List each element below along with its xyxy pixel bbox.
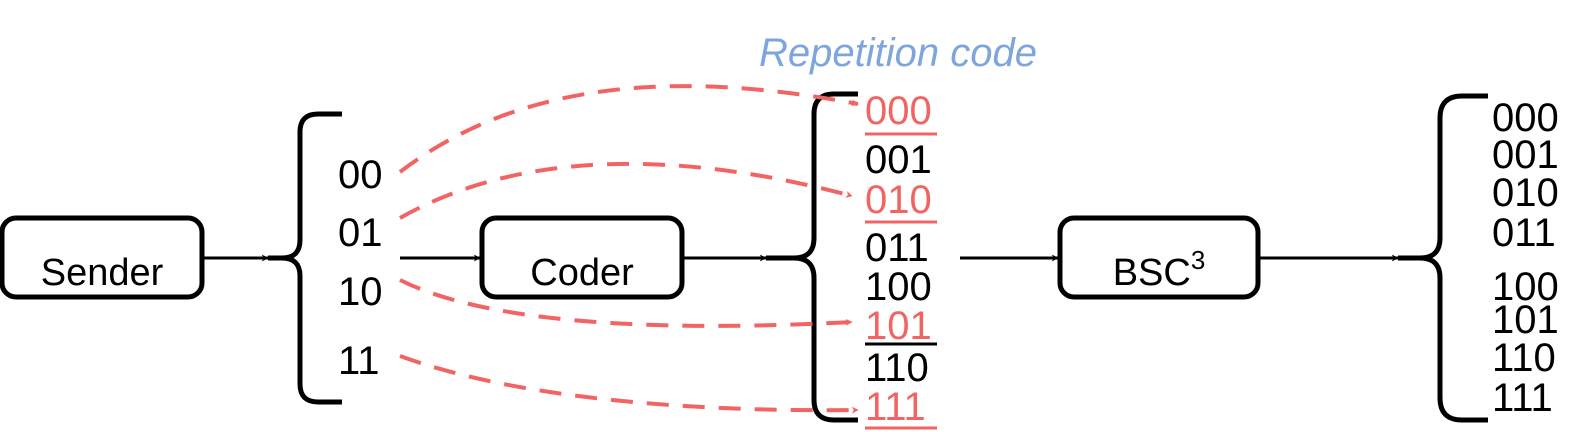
- output-item: 010: [1492, 171, 1559, 215]
- output-item: 001: [1492, 133, 1559, 177]
- encoding-arrow-01: [399, 161, 853, 220]
- message-brace: [268, 111, 342, 405]
- output-brace: [1398, 93, 1488, 423]
- coder-label: Coder: [530, 252, 634, 294]
- message-item: 00: [338, 153, 383, 197]
- output-item: 011: [1492, 211, 1556, 255]
- bsc-block: BSC3: [1057, 215, 1261, 300]
- message-item: 01: [338, 211, 383, 255]
- output-list: 000 001 010 011 100 101 110 111: [1492, 96, 1559, 420]
- bsc-label-main: BSC: [1113, 252, 1191, 294]
- codeword-item: 110: [865, 346, 929, 390]
- codeword-item: 101: [865, 304, 932, 348]
- sender-block: Sender: [0, 215, 205, 300]
- sender-label: Sender: [41, 252, 164, 294]
- output-item: 100: [1492, 265, 1559, 309]
- diagram-title: Repetition code: [759, 31, 1037, 75]
- encoding-arrows: [398, 84, 859, 414]
- codeword-item: 000: [865, 89, 932, 133]
- bsc-label: BSC3: [1113, 245, 1206, 294]
- codeword-item: 010: [865, 178, 932, 222]
- codeword-item: 011: [865, 226, 929, 270]
- message-item: 11: [338, 339, 380, 383]
- message-list: 00 01 10 11: [338, 153, 383, 383]
- codeword-brace: [766, 91, 858, 423]
- encoding-arrow-00: [398, 84, 859, 174]
- encoding-arrow-10: [399, 278, 853, 328]
- output-item: 101: [1492, 298, 1559, 342]
- message-item: 10: [338, 270, 383, 314]
- coder-block: Coder: [479, 215, 685, 300]
- codeword-item: 001: [865, 138, 932, 182]
- encoding-arrow-11: [399, 354, 859, 414]
- codeword-list: 000 001 010 011 100 101 110 111: [865, 89, 937, 430]
- codeword-item: 100: [865, 265, 932, 309]
- codeword-item: 111: [865, 385, 926, 429]
- output-item: 110: [1492, 336, 1556, 380]
- output-item: 000: [1492, 96, 1559, 140]
- output-item: 111: [1492, 376, 1553, 420]
- bsc-label-exponent: 3: [1191, 245, 1205, 275]
